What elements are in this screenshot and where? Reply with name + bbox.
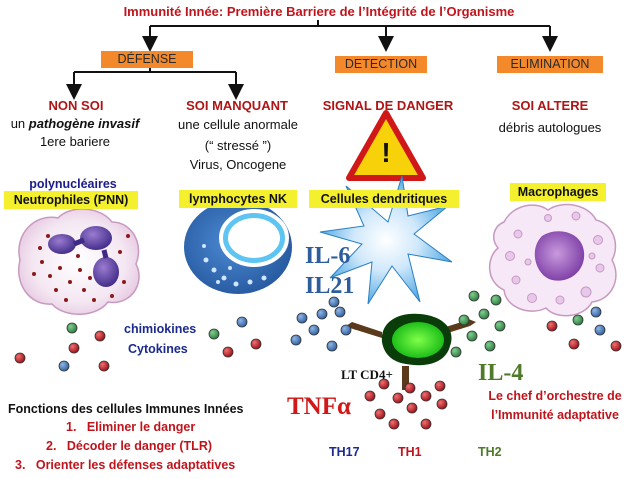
label-cellules-dendritiques: Cellules dendritiques: [309, 190, 459, 208]
label-lymphocytes-nk: lymphocytes NK: [179, 190, 297, 208]
label-il4: IL-4: [478, 360, 524, 386]
label-neutrophiles: Neutrophiles (PNN): [4, 191, 138, 209]
label-cytokines: Cytokines: [128, 342, 188, 356]
cd4-t-cell: [381, 313, 452, 390]
non-soi-line2: 1ere bariere: [39, 134, 111, 149]
soi-manquant-heading: SOI MANQUANT: [186, 98, 288, 113]
section-defense: DÉFENSE: [101, 51, 193, 68]
nk-cell: [184, 200, 292, 294]
label-macrophages: Macrophages: [510, 183, 606, 201]
soi-manquant-line2: (“ stressé ”): [204, 138, 272, 153]
label-il21: IL21: [305, 273, 355, 299]
soi-manquant-line1: une cellule anormale: [178, 117, 298, 132]
label-chimiokines: chimiokines: [124, 322, 197, 336]
macrophage-cell: [489, 203, 617, 317]
non-soi-heading: NON SOI: [48, 98, 104, 113]
label-th17: TH17: [329, 445, 360, 459]
warning-exclamation: !: [381, 137, 391, 168]
neutrophil-cell: [18, 208, 140, 315]
label-th2: TH2: [478, 445, 502, 459]
label-lt-cd4: LT CD4+: [341, 367, 393, 382]
diagram-title: Immunité Innée: Première Barriere de l’I…: [123, 4, 515, 19]
label-tnfa: TNFα: [287, 393, 351, 420]
label-chef-line1: Le chef d’orchestre de: [488, 389, 622, 403]
soi-altere-heading: SOI ALTERE: [511, 98, 589, 113]
functions-title: Fonctions des cellules Immunes Innées: [8, 402, 244, 416]
section-elimination: ELIMINATION: [497, 56, 603, 73]
warning-triangle-icon: [346, 110, 426, 181]
function-item-2: 2. Décoder le danger (TLR): [46, 439, 213, 453]
label-chef-line2: l’Immunité adaptative: [491, 408, 619, 422]
label-il6: IL-6: [305, 243, 351, 269]
function-item-3: 3. Orienter les défenses adaptatives: [15, 458, 236, 472]
label-polynucleaires: polynucléaires: [29, 177, 117, 191]
soi-manquant-line3: Virus, Oncogene: [189, 157, 287, 172]
signal-heading: SIGNAL DE DANGER: [322, 98, 454, 113]
soi-altere-line1: débris autologues: [498, 120, 602, 135]
non-soi-line1: un pathogène invasif: [10, 116, 140, 131]
section-detection: DETECTION: [335, 56, 427, 73]
function-item-1: 1. Eliminer le danger: [66, 420, 196, 434]
dendritic-cell: [319, 175, 453, 305]
label-th1: TH1: [398, 445, 422, 459]
cytokine-dots: [14, 290, 622, 430]
